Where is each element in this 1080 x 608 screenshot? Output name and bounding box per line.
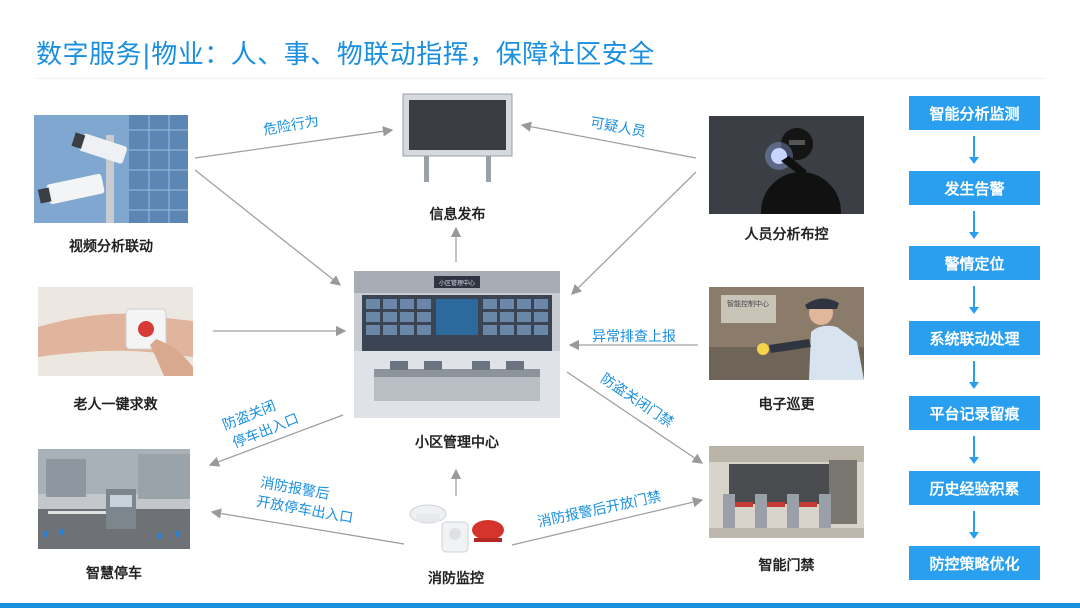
- node-info-release: 信息发布: [400, 204, 515, 224]
- flow-arrow-1: [973, 136, 975, 162]
- bottom-accent-bar: [0, 603, 1080, 608]
- gate-sign-text: 智能控制中心: [727, 299, 769, 308]
- screen-title: 小区管理中心: [439, 279, 475, 287]
- node-fire-monitor: 消防监控: [404, 568, 508, 588]
- flow-step-7: 防控策略优化: [909, 546, 1040, 580]
- arrow-center-to-gate: [567, 372, 702, 463]
- node-elderly-sos: 老人一键求救: [38, 394, 193, 414]
- flow-arrow-3: [973, 286, 975, 312]
- node-video-analysis: 视频分析联动: [34, 236, 188, 256]
- flow-step-3: 警情定位: [909, 246, 1040, 280]
- sos-wristband-image: [38, 287, 193, 376]
- node-smart-gate: 智能门禁: [709, 555, 864, 575]
- flow-step-2: 发生告警: [909, 171, 1040, 205]
- flow-step-4: 系统联动处理: [909, 321, 1040, 355]
- display-board-image: [400, 92, 515, 184]
- control-room-image: 小区管理中心: [354, 271, 560, 418]
- node-smart-parking: 智慧停车: [38, 563, 190, 583]
- cctv-camera-image: [34, 115, 188, 223]
- fire-devices-image: [404, 500, 508, 558]
- arrow-video-to-center: [195, 170, 340, 285]
- flow-arrow-5: [973, 436, 975, 462]
- flow-arrow-6: [973, 511, 975, 537]
- security-guard-image: 智能控制中心: [709, 287, 864, 380]
- flow-arrow-2: [973, 211, 975, 237]
- suspicious-person-image: [709, 116, 864, 214]
- turnstile-gate-image: [709, 446, 864, 538]
- flow-step-5: 平台记录留痕: [909, 396, 1040, 430]
- flow-arrow-4: [973, 361, 975, 387]
- flow-step-6: 历史经验积累: [909, 471, 1040, 505]
- node-person-analysis: 人员分析布控: [709, 224, 864, 244]
- flow-step-1: 智能分析监测: [909, 96, 1040, 130]
- arrow-person-to-center: [572, 172, 696, 294]
- edge-label-abnormal-report: 异常排查上报: [592, 328, 676, 346]
- node-patrol: 电子巡更: [709, 394, 864, 414]
- parking-gate-image: [38, 449, 190, 549]
- node-center: 小区管理中心: [354, 432, 560, 452]
